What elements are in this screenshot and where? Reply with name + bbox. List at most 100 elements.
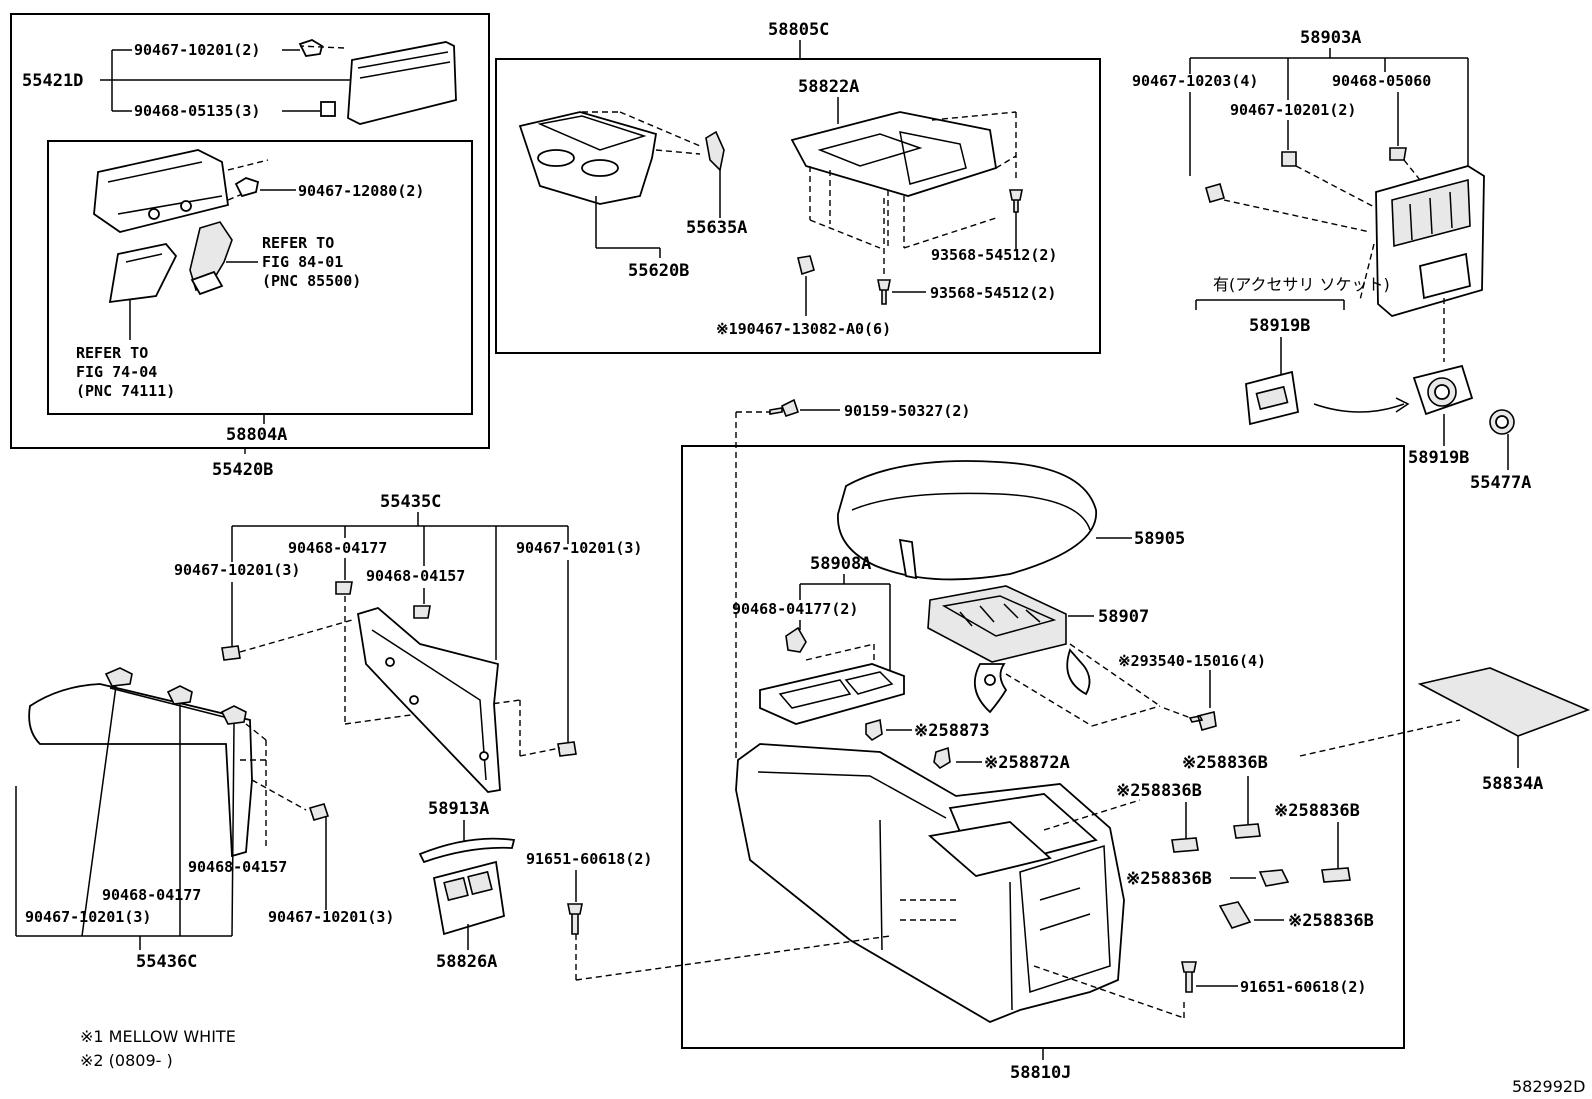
clip-part [1205, 183, 1225, 203]
screw-part [1181, 961, 1197, 993]
label-55635A[interactable]: 55635A [686, 218, 747, 238]
label-58836B-e[interactable]: ※258836B [1288, 911, 1374, 931]
clip-part [797, 255, 815, 276]
clip-part [785, 626, 807, 653]
label-93568-54512-b[interactable]: 93568-54512(2) [930, 284, 1056, 302]
group-box-55420B [10, 13, 490, 449]
label-93540-15016[interactable]: ※293540-15016(4) [1118, 652, 1266, 670]
refer-to-74-line2: FIG 74-04 [76, 363, 157, 381]
label-58836B-c[interactable]: ※258836B [1274, 801, 1360, 821]
label-58836B-a[interactable]: ※258836B [1182, 753, 1268, 773]
refer-to-84-line3: (PNC 85500) [262, 272, 361, 290]
refer-to-84-line2: FIG 84-01 [262, 253, 343, 271]
armrest-lid-part [837, 460, 1097, 581]
clip-part [220, 705, 247, 725]
label-55477A[interactable]: 55477A [1470, 473, 1531, 493]
label-58804A[interactable]: 58804A [226, 425, 287, 445]
lighter-socket-part [189, 221, 233, 292]
screw-part [877, 279, 891, 305]
label-90467-10201-3a[interactable]: 90467-10201(3) [174, 561, 300, 579]
ashtray-insert-part [108, 243, 178, 304]
label-90468-04177-a[interactable]: 90468-04177 [288, 539, 387, 557]
pad-part [1258, 869, 1290, 887]
screw-part [1188, 711, 1217, 731]
group-box-58804A [47, 140, 473, 415]
label-58919B-b[interactable]: 58919B [1408, 448, 1469, 468]
label-58822A[interactable]: 58822A [798, 77, 859, 97]
bezel-part [432, 860, 506, 936]
clip-part [234, 177, 260, 198]
garnish-part [418, 837, 516, 864]
label-90468-04177-b[interactable]: 90468-04177 [102, 886, 201, 904]
label-58913A[interactable]: 58913A [428, 799, 489, 819]
refer-to-74-line1: REFER TO [76, 344, 148, 362]
label-90468-04157-a[interactable]: 90468-04157 [366, 567, 465, 585]
label-58836B-b[interactable]: ※258836B [1116, 781, 1202, 801]
label-58805C[interactable]: 58805C [768, 20, 829, 40]
footnote-2: ※2 (0809- ) [80, 1051, 173, 1070]
clip-part [865, 718, 883, 742]
pad-part [1218, 901, 1252, 929]
refer-to-74-line3: (PNC 74111) [76, 382, 175, 400]
label-90467-10201-2a[interactable]: 90467-10201(2) [134, 41, 260, 59]
label-55420B[interactable]: 55420B [212, 460, 273, 480]
label-90467-10201-3b[interactable]: 90467-10201(3) [516, 539, 642, 557]
refer-to-84-line1: REFER TO [262, 234, 334, 252]
label-90467-10201-2b[interactable]: 90467-10201(2) [1230, 101, 1356, 119]
label-58908A[interactable]: 58908A [810, 554, 871, 574]
clip-part [557, 741, 577, 757]
ashtray-lid-part [347, 41, 457, 125]
label-58907[interactable]: 58907 [1098, 607, 1149, 627]
label-90468-05060[interactable]: 90468-05060 [1332, 72, 1431, 90]
label-58905[interactable]: 58905 [1134, 529, 1185, 549]
label-90467-10203[interactable]: 90467-10203(4) [1132, 72, 1258, 90]
label-55421D[interactable]: 55421D [22, 71, 83, 91]
label-90468-04177-2[interactable]: 90468-04177(2) [732, 600, 858, 618]
clip-part [298, 39, 324, 57]
label-58873[interactable]: ※258873 [914, 721, 990, 741]
label-90159-50327[interactable]: 90159-50327(2) [844, 402, 970, 420]
label-90468-05135[interactable]: 90468-05135(3) [134, 102, 260, 120]
label-90467-10201-3c[interactable]: 90467-10201(3) [25, 908, 151, 926]
label-90467-12080[interactable]: 90467-12080(2) [298, 182, 424, 200]
label-58872A[interactable]: ※258872A [984, 753, 1070, 773]
accessory-socket-note: 有(アクセサリ ソケット) [1213, 275, 1390, 294]
label-58903A[interactable]: 58903A [1300, 28, 1361, 48]
figure-id: 582992D [1512, 1077, 1585, 1096]
label-93568-54512-a[interactable]: 93568-54512(2) [931, 246, 1057, 264]
screw-part [769, 398, 800, 417]
label-58826A[interactable]: 58826A [436, 952, 497, 972]
clip-part [1281, 151, 1297, 167]
label-55436C[interactable]: 55436C [136, 952, 197, 972]
mat-part [1417, 667, 1591, 737]
label-58836B-d[interactable]: ※258836B [1126, 869, 1212, 889]
label-58834A[interactable]: 58834A [1482, 774, 1543, 794]
console-upper-panel-part [790, 111, 998, 197]
compartment-tray-part [759, 663, 905, 725]
label-58919B-a[interactable]: 58919B [1249, 316, 1310, 336]
pad-part [1233, 823, 1261, 839]
label-55620B[interactable]: 55620B [628, 261, 689, 281]
lower-panel-frame-part [356, 606, 501, 793]
clip-part [320, 101, 336, 117]
clip-part [104, 667, 133, 687]
side-panel-part [28, 683, 253, 858]
label-90467-10201-3d[interactable]: 90467-10201(3) [268, 908, 394, 926]
cover-part [705, 130, 725, 172]
label-58810J[interactable]: 58810J [1010, 1063, 1071, 1083]
clip-part [308, 803, 330, 821]
label-91651-60618-a[interactable]: 91651-60618(2) [526, 850, 652, 868]
pad-part [1171, 837, 1199, 853]
label-90468-04157-b[interactable]: 90468-04157 [188, 858, 287, 876]
label-91651-60618-b[interactable]: 91651-60618(2) [1240, 978, 1366, 996]
clip-part [166, 685, 193, 705]
pad-part [1321, 867, 1351, 883]
group-box-58805C [495, 58, 1101, 354]
clip-part [413, 605, 431, 619]
clip-part [933, 746, 951, 770]
label-90467-13082[interactable]: ※190467-13082-A0(6) [716, 320, 891, 338]
label-55435C[interactable]: 55435C [380, 492, 441, 512]
screw-part [567, 903, 583, 935]
clip-part [335, 581, 353, 595]
